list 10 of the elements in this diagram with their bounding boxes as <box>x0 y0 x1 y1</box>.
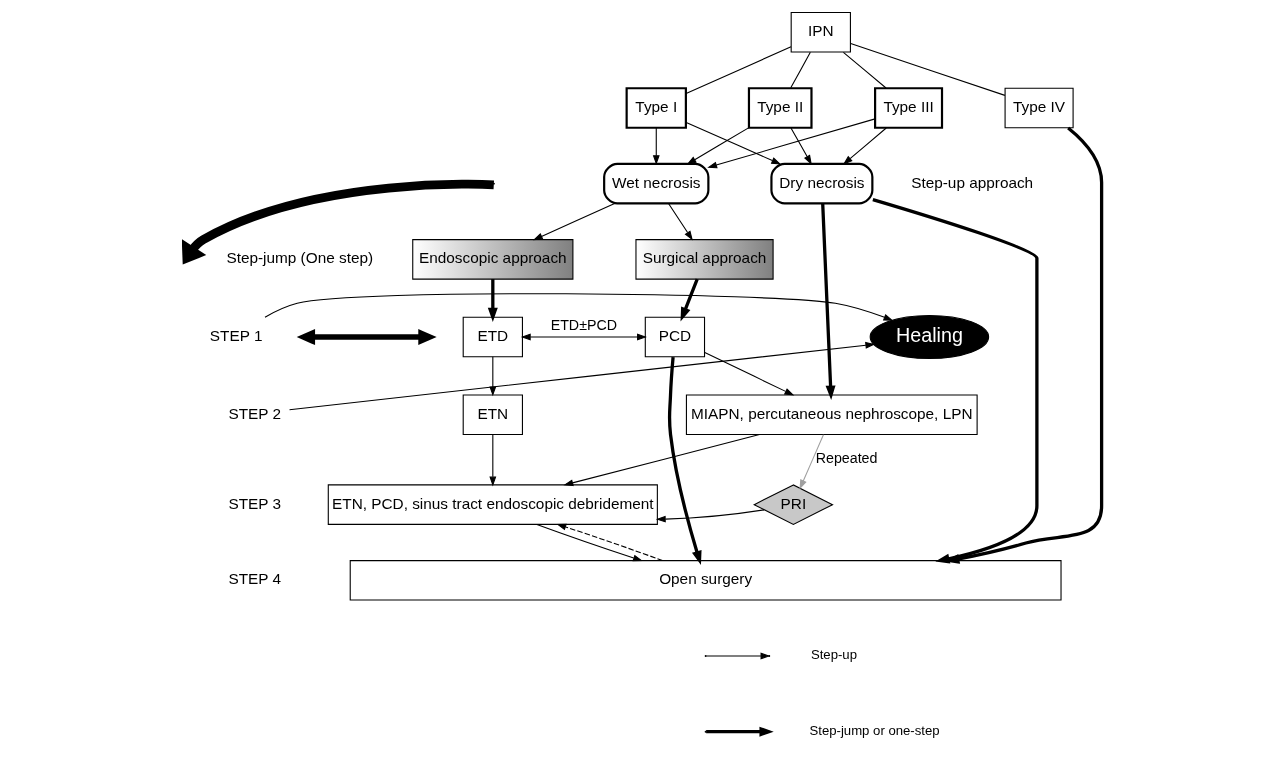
label: STEP 4 <box>227 570 281 588</box>
node-text: STEP 2 <box>227 404 281 422</box>
node-text: STEP 1 <box>209 327 262 345</box>
label: STEP 3 <box>227 494 281 512</box>
label: Step-up approach <box>910 173 1033 191</box>
label: Step-jump (One step) <box>225 249 373 267</box>
legend-label: Step-up <box>810 647 857 663</box>
edge-label: ETD±PCD <box>550 316 617 333</box>
edge-label: Repeated <box>815 450 877 467</box>
legend-label: Step-jump or one-step <box>808 723 940 739</box>
